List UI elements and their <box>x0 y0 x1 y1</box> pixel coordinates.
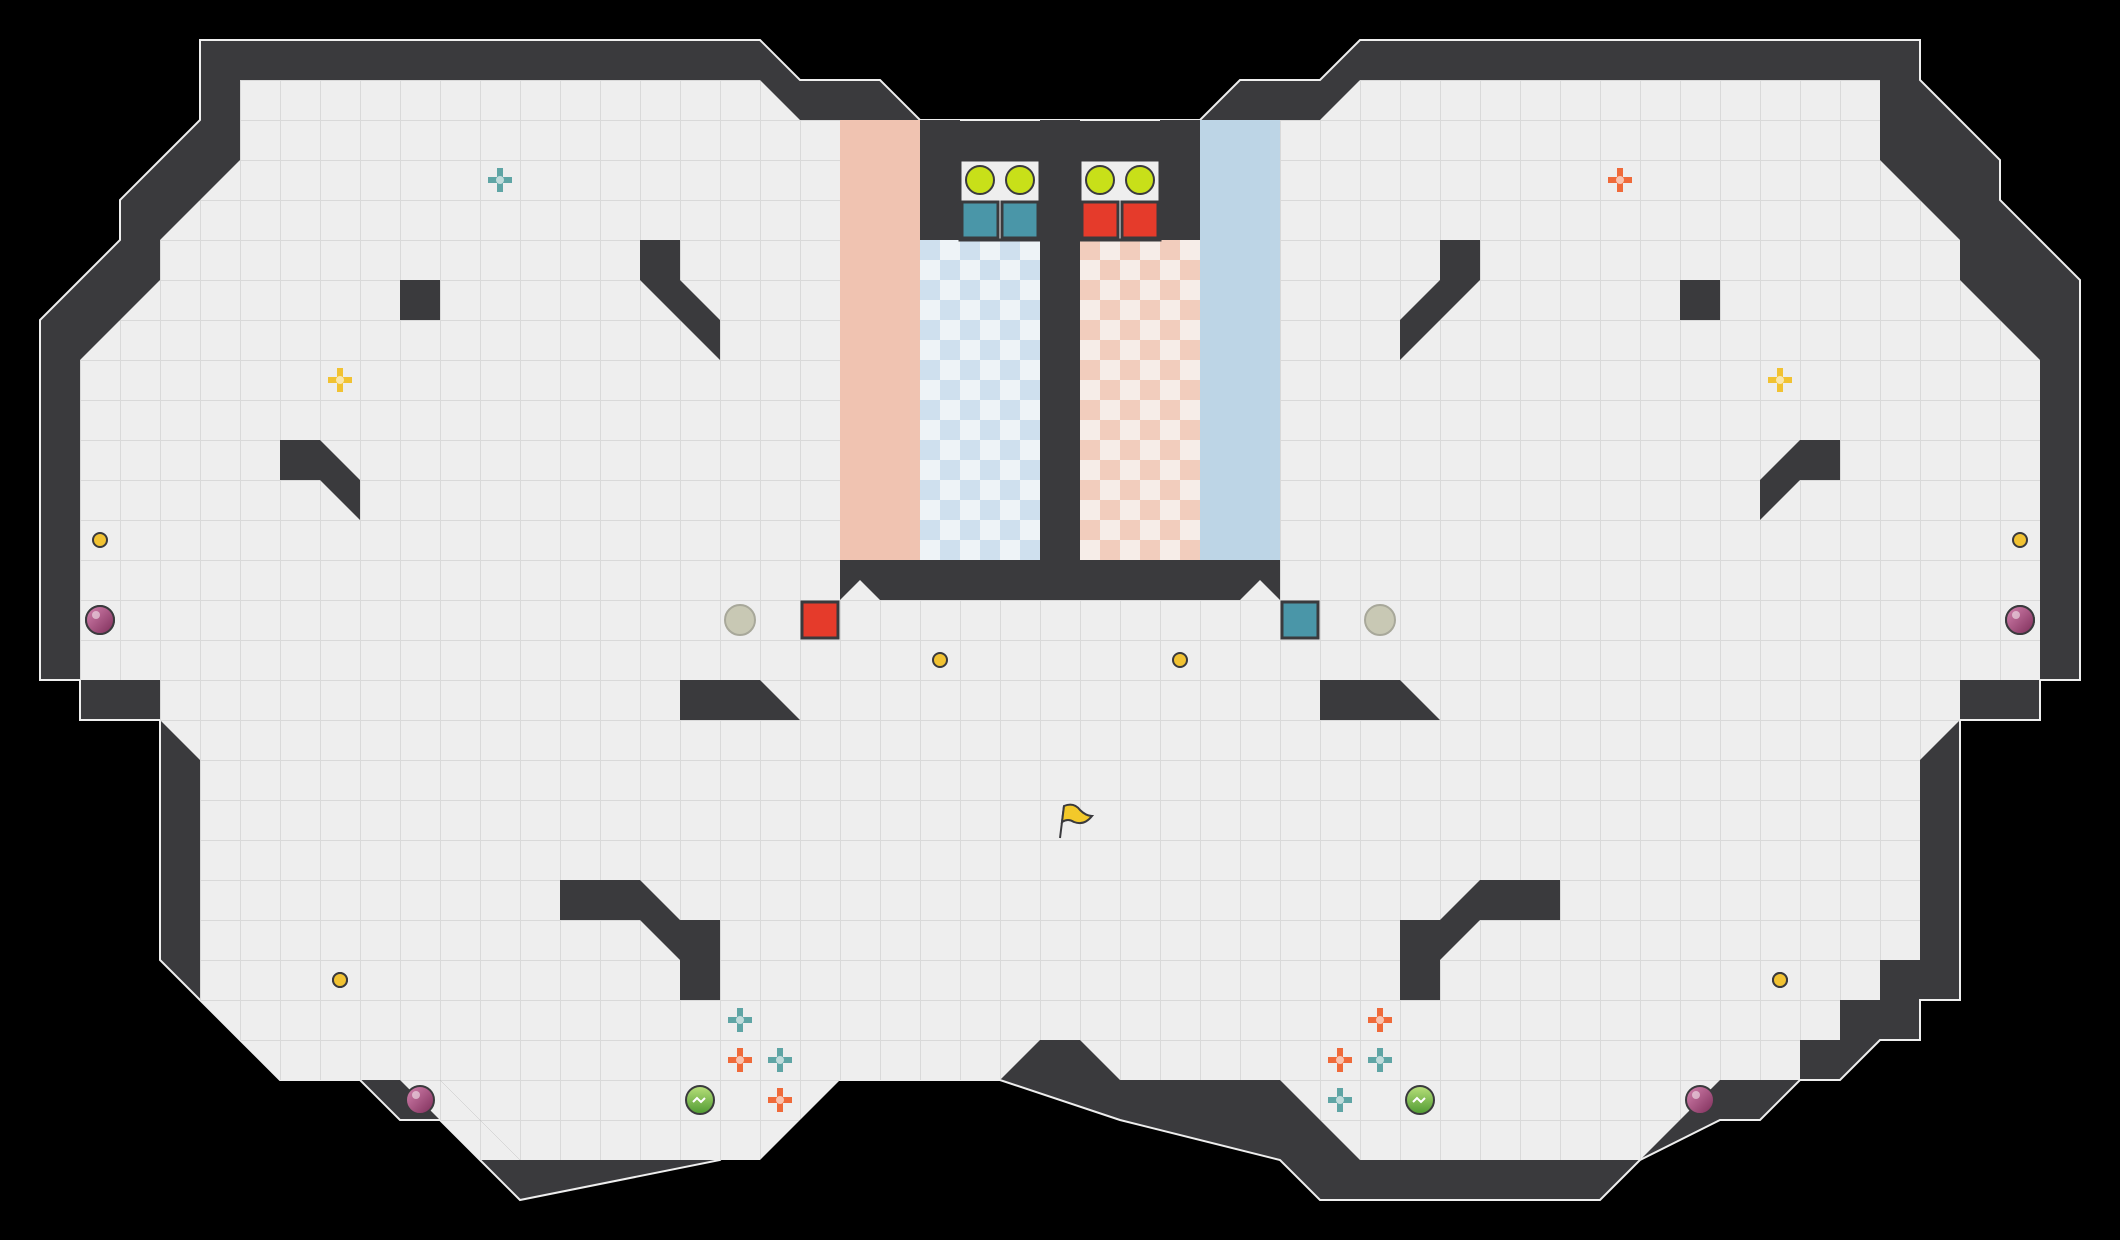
teal-boost-icon <box>1328 1088 1352 1112</box>
red-gate-tile <box>800 600 840 640</box>
neutral-button-icon <box>1364 604 1396 636</box>
red-zone-strip <box>840 120 920 560</box>
blue-spawn-icon <box>960 200 1000 240</box>
red-spawn-icon <box>1080 200 1120 240</box>
orange-boost-icon <box>1608 168 1632 192</box>
neutral-button-icon <box>724 604 756 636</box>
bomb-icon <box>405 1085 435 1115</box>
red-base <box>958 158 1042 242</box>
blue-zone-strip <box>1200 120 1280 560</box>
map-items <box>85 168 2035 1115</box>
pellet-icon <box>1172 652 1188 668</box>
pellet-icon <box>1772 972 1788 988</box>
bomb-icon <box>1685 1085 1715 1115</box>
blue-base <box>1078 158 1162 242</box>
red-spawn-icon <box>1120 200 1160 240</box>
pellet-icon <box>92 532 108 548</box>
teal-boost-icon <box>728 1008 752 1032</box>
yellow-flag-icon <box>1059 803 1095 839</box>
flag-stand-icon <box>965 165 995 195</box>
bomb-icon <box>2005 605 2035 635</box>
blue-gate-tile <box>1280 600 1320 640</box>
blue-spawn-icon <box>1000 200 1040 240</box>
orange-boost-icon <box>728 1048 752 1072</box>
blue-checker-zone <box>920 240 1040 560</box>
bomb-icon <box>85 605 115 635</box>
center-structure <box>840 120 1280 600</box>
teal-boost-icon <box>488 168 512 192</box>
orange-boost-icon <box>1328 1048 1352 1072</box>
portal-icon <box>685 1085 715 1115</box>
portal-icon <box>1405 1085 1435 1115</box>
teal-boost-icon <box>1368 1048 1392 1072</box>
flag-stand-icon <box>1085 165 1115 195</box>
orange-boost-icon <box>768 1088 792 1112</box>
floor-lower-left <box>200 720 520 1160</box>
teal-boost-icon <box>768 1048 792 1072</box>
pellet-icon <box>2012 532 2028 548</box>
pellet-icon <box>332 972 348 988</box>
floor-bottom <box>80 560 2040 1160</box>
orange-boost-icon <box>1368 1008 1392 1032</box>
yellow-boost-icon <box>1768 368 1792 392</box>
flag-stand-icon <box>1005 165 1035 195</box>
red-checker-zone <box>1080 240 1200 560</box>
floor-left <box>80 80 920 680</box>
floor-right <box>1200 80 2040 680</box>
pellet-icon <box>932 652 948 668</box>
yellow-boost-icon <box>328 368 352 392</box>
flag-stand-icon <box>1125 165 1155 195</box>
inner-walls <box>280 240 1840 1000</box>
